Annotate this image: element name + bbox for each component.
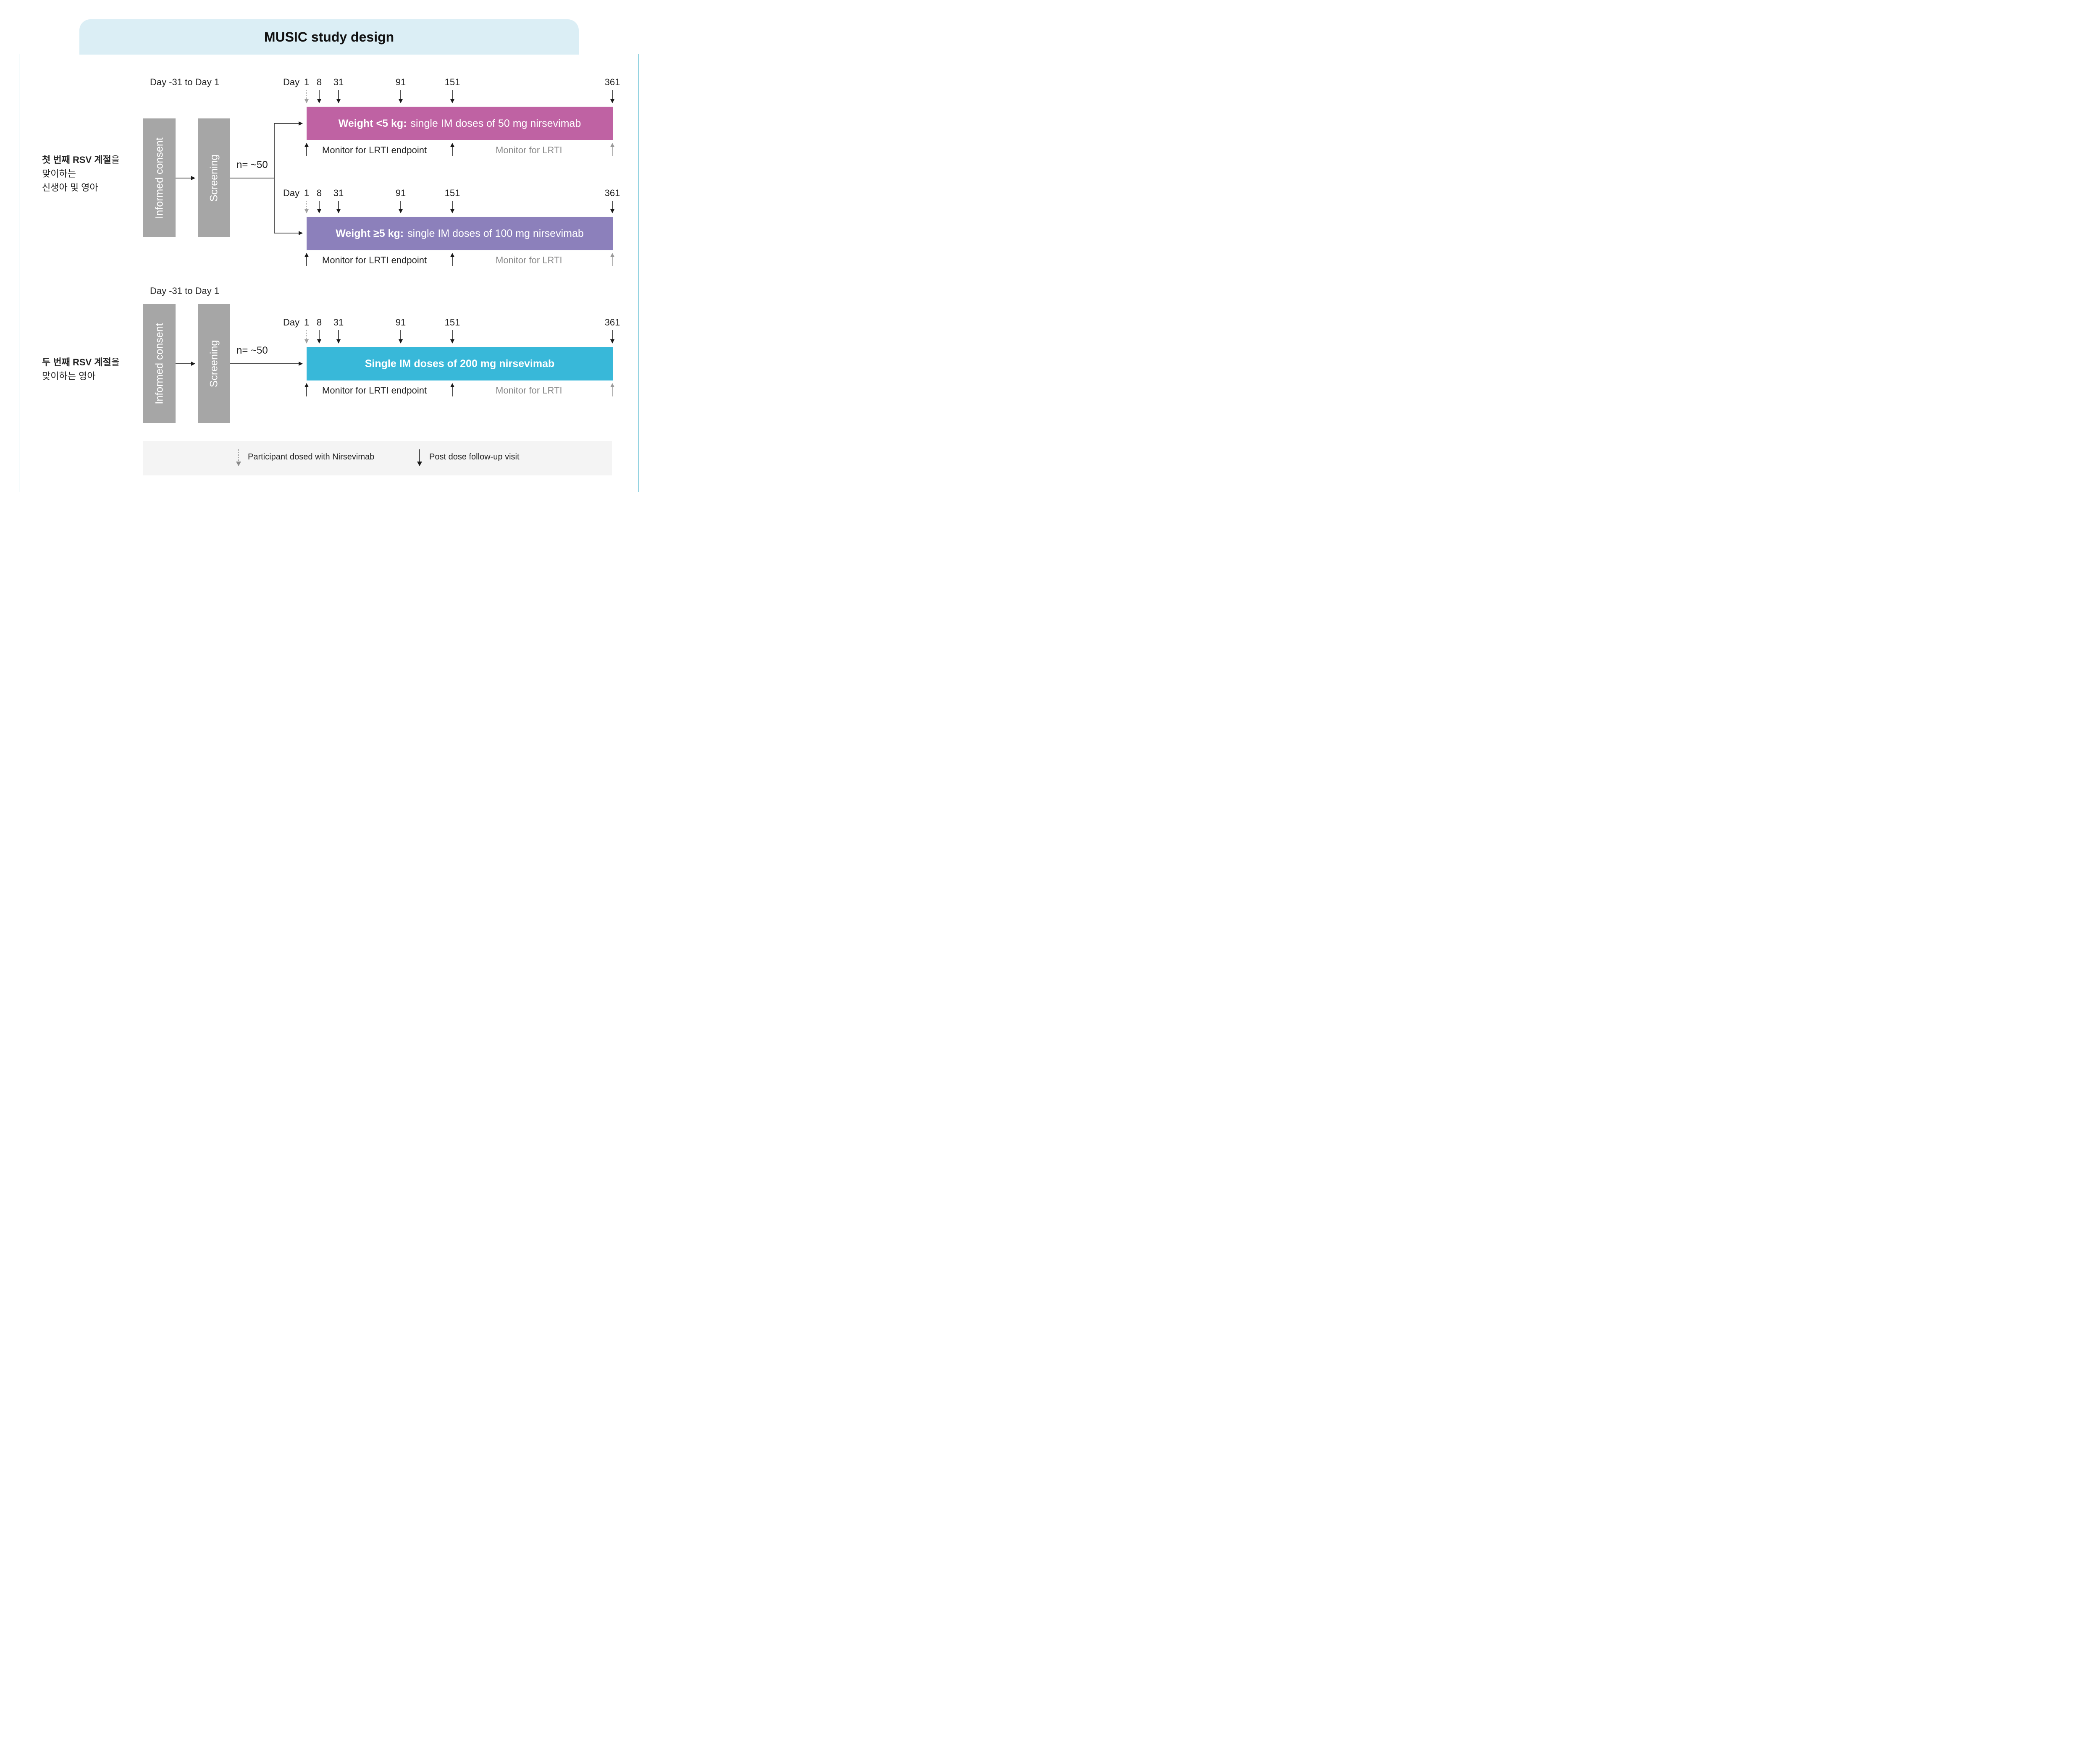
arm1-day-361-visit-arrow-head bbox=[610, 99, 614, 103]
cohort2-label: 두 번째 RSV 계절을 맞이하는 영아 bbox=[42, 355, 120, 383]
arm1-monitor-followup: Monitor for LRTI bbox=[496, 145, 562, 155]
arm2-dose-text: single IM doses of 100 mg nirsevimab bbox=[407, 227, 584, 239]
arm1-day-91-visit-arrow-head bbox=[399, 99, 403, 103]
cohort2-consent-box: Informed consent bbox=[143, 304, 176, 423]
cohort1-period: Day -31 to Day 1 bbox=[150, 77, 220, 87]
arm1-day-151-visit-arrow-head bbox=[450, 99, 454, 103]
cohort1-screening-box: Screening bbox=[198, 118, 230, 237]
arm1-day-91: 91 bbox=[395, 77, 406, 87]
arm1-endpoint-end-arrow-head bbox=[450, 143, 454, 147]
arm1-day-word: Day bbox=[283, 77, 300, 87]
arm3-day-8: 8 bbox=[316, 317, 322, 328]
cohort2-consent-label: Informed consent bbox=[153, 323, 165, 404]
arm2-day-1-dose-arrow-head bbox=[304, 209, 309, 213]
cohort1-label-bold: 첫 번째 RSV 계절 bbox=[42, 155, 111, 165]
arm3-dose-bar: Single IM doses of 200 mg nirsevimab bbox=[307, 347, 613, 380]
arm2-day-1: 1 bbox=[304, 188, 310, 198]
arm1-dose-bold: Weight <5 kg: bbox=[338, 117, 407, 129]
arm1-endpoint-start-arrow-head bbox=[304, 143, 309, 147]
header-tab bbox=[79, 19, 579, 55]
arm1-day-361: 361 bbox=[604, 77, 620, 87]
arm2-day-361: 361 bbox=[604, 188, 620, 198]
arm2-day-361-visit-arrow-head bbox=[610, 209, 614, 213]
visit-arrow-icon bbox=[417, 449, 422, 466]
cohort2-label-bold: 두 번째 RSV 계절 bbox=[42, 357, 111, 367]
arm2-day-91-visit-arrow-head bbox=[399, 209, 403, 213]
arm3-day-word: Day bbox=[283, 317, 300, 328]
cohort1-n-label: n= ~50 bbox=[236, 159, 268, 171]
arm1-day-1-dose-arrow-head bbox=[304, 99, 309, 103]
page-title: MUSIC study design bbox=[264, 29, 394, 45]
cohort1-label-line3: 신생아 및 영아 bbox=[42, 182, 98, 193]
arm2-day-8-visit-arrow-head bbox=[317, 209, 321, 213]
arm3-endpoint-end-arrow-head bbox=[450, 383, 454, 387]
cohort1-label-line2: 맞이하는 bbox=[42, 168, 76, 179]
arm1-followup-end-arrow-head bbox=[610, 143, 614, 147]
dosed-arrow-icon bbox=[236, 449, 241, 466]
arm1-day-8-visit-arrow-head bbox=[317, 99, 321, 103]
cohort1-consent-box: Informed consent bbox=[143, 118, 176, 237]
legend-dosed-label: Participant dosed with Nirsevimab bbox=[248, 452, 375, 462]
arm3-day-1: 1 bbox=[304, 317, 310, 328]
arm3-endpoint-start-arrow-head bbox=[304, 383, 309, 387]
arm1-dose-bar: Weight <5 kg:single IM doses of 50 mg ni… bbox=[307, 107, 613, 140]
cohort1-label-suffix: 을 bbox=[111, 155, 120, 165]
cohort2-n-label: n= ~50 bbox=[236, 345, 268, 356]
arm2-day-91: 91 bbox=[395, 188, 406, 198]
arm2-day-31: 31 bbox=[333, 188, 344, 198]
cohort1-screening-label: Screening bbox=[208, 154, 220, 202]
arm3-day-151-visit-arrow-head bbox=[450, 339, 454, 344]
arm2-day-151: 151 bbox=[444, 188, 460, 198]
arm1-day-151: 151 bbox=[444, 77, 460, 87]
arm3-day-91-visit-arrow-head bbox=[399, 339, 403, 344]
arm2-day-151-visit-arrow-head bbox=[450, 209, 454, 213]
split-to-arm2-arrow bbox=[274, 178, 303, 235]
arm3-day-1-dose-arrow-head bbox=[304, 339, 309, 344]
arm3-day-31: 31 bbox=[333, 317, 344, 328]
arm2-endpoint-end-arrow-head bbox=[450, 253, 454, 257]
arm1-dose-text: single IM doses of 50 mg nirsevimab bbox=[410, 117, 581, 129]
arm3-day-361-visit-arrow-head bbox=[610, 339, 614, 344]
arm1-monitor-endpoint: Monitor for LRTI endpoint bbox=[322, 145, 427, 155]
arm2-day-word: Day bbox=[283, 188, 300, 198]
legend-box bbox=[143, 441, 612, 475]
arm1-day-31-visit-arrow-head bbox=[336, 99, 341, 103]
flow-lines bbox=[176, 90, 614, 396]
cohort1-consent-label: Informed consent bbox=[153, 137, 165, 219]
diagram-frame bbox=[19, 54, 639, 492]
arm1-day-1: 1 bbox=[304, 77, 310, 87]
arm2-dose-bar: Weight ≥5 kg:single IM doses of 100 mg n… bbox=[307, 217, 613, 250]
cohort1-label: 첫 번째 RSV 계절을 맞이하는 신생아 및 영아 bbox=[42, 153, 120, 194]
arm2-followup-end-arrow-head bbox=[610, 253, 614, 257]
arm3-day-361: 361 bbox=[604, 317, 620, 328]
arm3-monitor-followup: Monitor for LRTI bbox=[496, 385, 562, 396]
arm1-day-8: 8 bbox=[316, 77, 322, 87]
arm1-day-31: 31 bbox=[333, 77, 344, 87]
arm3-monitor-endpoint: Monitor for LRTI endpoint bbox=[322, 385, 427, 396]
arm3-day-151: 151 bbox=[444, 317, 460, 328]
split-to-arm1-arrow bbox=[274, 121, 303, 178]
arm3-day-8-visit-arrow-head bbox=[317, 339, 321, 344]
cohort2-label-line2: 맞이하는 영아 bbox=[42, 371, 96, 381]
arm3-followup-end-arrow-head bbox=[610, 383, 614, 387]
arm2-monitor-endpoint: Monitor for LRTI endpoint bbox=[322, 255, 427, 265]
arm2-monitor-followup: Monitor for LRTI bbox=[496, 255, 562, 265]
arm3-dose-bold: Single IM doses of 200 mg nirsevimab bbox=[365, 357, 555, 370]
arm2-day-8: 8 bbox=[316, 188, 322, 198]
legend-visit-label: Post dose follow-up visit bbox=[429, 452, 520, 462]
arm2-day-31-visit-arrow-head bbox=[336, 209, 341, 213]
arm2-dose-bold: Weight ≥5 kg: bbox=[336, 227, 404, 239]
cohort2-period: Day -31 to Day 1 bbox=[150, 286, 220, 296]
arm3-day-31-visit-arrow-head bbox=[336, 339, 341, 344]
cohort2-label-suffix: 을 bbox=[111, 357, 120, 367]
cohort2-screening-label: Screening bbox=[208, 340, 220, 387]
cohort2-screening-box: Screening bbox=[198, 304, 230, 423]
arm2-endpoint-start-arrow-head bbox=[304, 253, 309, 257]
arm3-day-91: 91 bbox=[395, 317, 406, 328]
